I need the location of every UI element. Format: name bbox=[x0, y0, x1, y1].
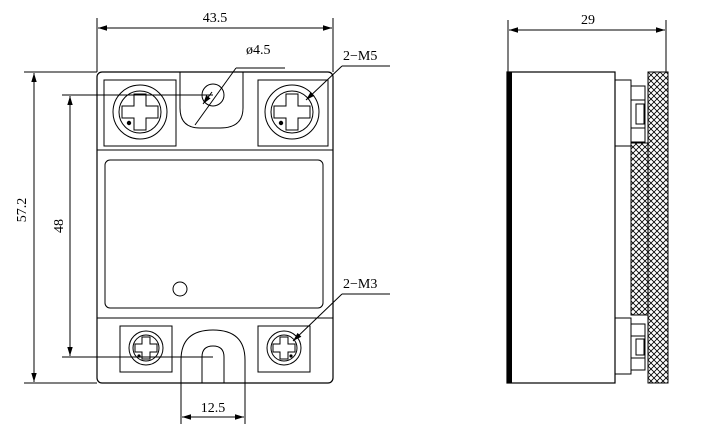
heatsink-mount-face bbox=[630, 142, 649, 316]
dimension-mount-spacing: 48 bbox=[52, 94, 213, 358]
mounting-slot-inner bbox=[201, 345, 225, 383]
indicator-led bbox=[172, 281, 188, 297]
side-front-edge bbox=[507, 72, 512, 383]
hole-dia-label: ø4.5 bbox=[246, 43, 271, 58]
depth-dim-label: 29 bbox=[581, 13, 595, 28]
dimension-width: 43.5 bbox=[96, 11, 334, 72]
terminal-m5-right bbox=[257, 79, 329, 147]
mounting-slot-bottom bbox=[180, 329, 246, 383]
side-view: 29 bbox=[506, 13, 669, 384]
dimension-slot-width: 12.5 bbox=[180, 383, 246, 424]
heatsink-plate bbox=[647, 71, 669, 384]
side-terminal-top bbox=[614, 79, 646, 147]
terminal-m3-left bbox=[119, 325, 173, 373]
mount-spacing-dim-label: 48 bbox=[52, 219, 67, 233]
terminal-m5-label: 2−M5 bbox=[343, 49, 377, 64]
terminal-m3-right bbox=[257, 325, 311, 373]
label-window bbox=[104, 159, 324, 309]
height-dim-label: 57.2 bbox=[15, 198, 30, 223]
dimension-depth: 29 bbox=[507, 13, 667, 72]
dimension-hole-diameter: ø4.5 bbox=[194, 43, 285, 126]
terminal-m5-left bbox=[103, 79, 177, 147]
front-view: 43.5 57.2 48 12.5 ø4.5 bbox=[15, 11, 390, 424]
terminal-m3-label: 2−M3 bbox=[343, 277, 377, 292]
side-terminal-bottom bbox=[614, 317, 646, 375]
width-dim-label: 43.5 bbox=[203, 11, 228, 26]
slot-width-dim-label: 12.5 bbox=[201, 401, 226, 416]
leader-terminal-m3: 2−M3 bbox=[292, 277, 390, 342]
dimension-height: 57.2 bbox=[15, 71, 97, 384]
leader-terminal-m5: 2−M5 bbox=[305, 49, 390, 101]
mounting-boss-top bbox=[179, 72, 244, 129]
side-body bbox=[506, 71, 616, 384]
